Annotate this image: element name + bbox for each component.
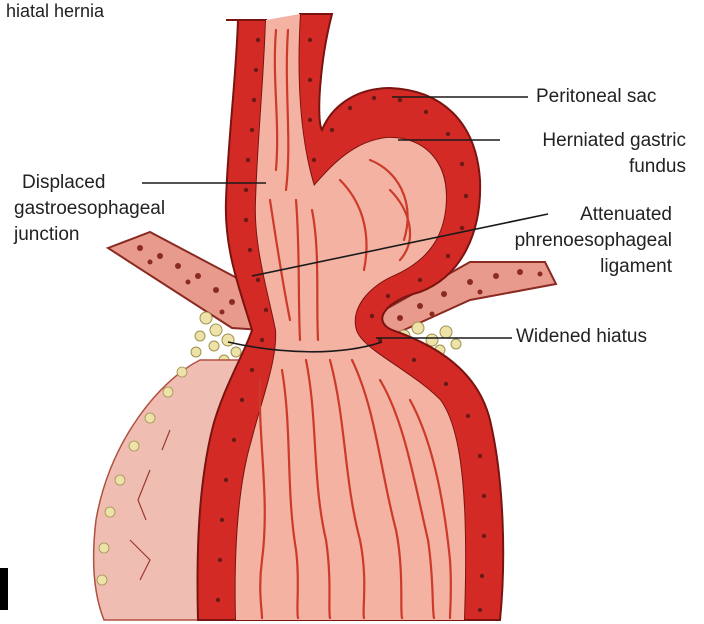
label-displaced-gej-line1: Displaced bbox=[22, 170, 105, 196]
label-displaced-gej-line3: junction bbox=[14, 222, 80, 248]
label-herniated-fundus-line1: Herniated gastric bbox=[496, 128, 686, 154]
label-widened-hiatus: Widened hiatus bbox=[516, 324, 647, 350]
label-attenuated-line1: Attenuated bbox=[476, 202, 672, 228]
label-attenuated-line2: phrenoesophageal bbox=[476, 228, 672, 254]
edge-marker bbox=[0, 568, 8, 610]
label-attenuated-line3: ligament bbox=[476, 254, 672, 280]
caption-fragment: hiatal hernia bbox=[6, 0, 104, 22]
label-displaced-gej-line2: gastroesophageal bbox=[14, 196, 165, 222]
label-peritoneal-sac: Peritoneal sac bbox=[536, 84, 656, 110]
label-herniated-fundus-line2: fundus bbox=[496, 154, 686, 180]
